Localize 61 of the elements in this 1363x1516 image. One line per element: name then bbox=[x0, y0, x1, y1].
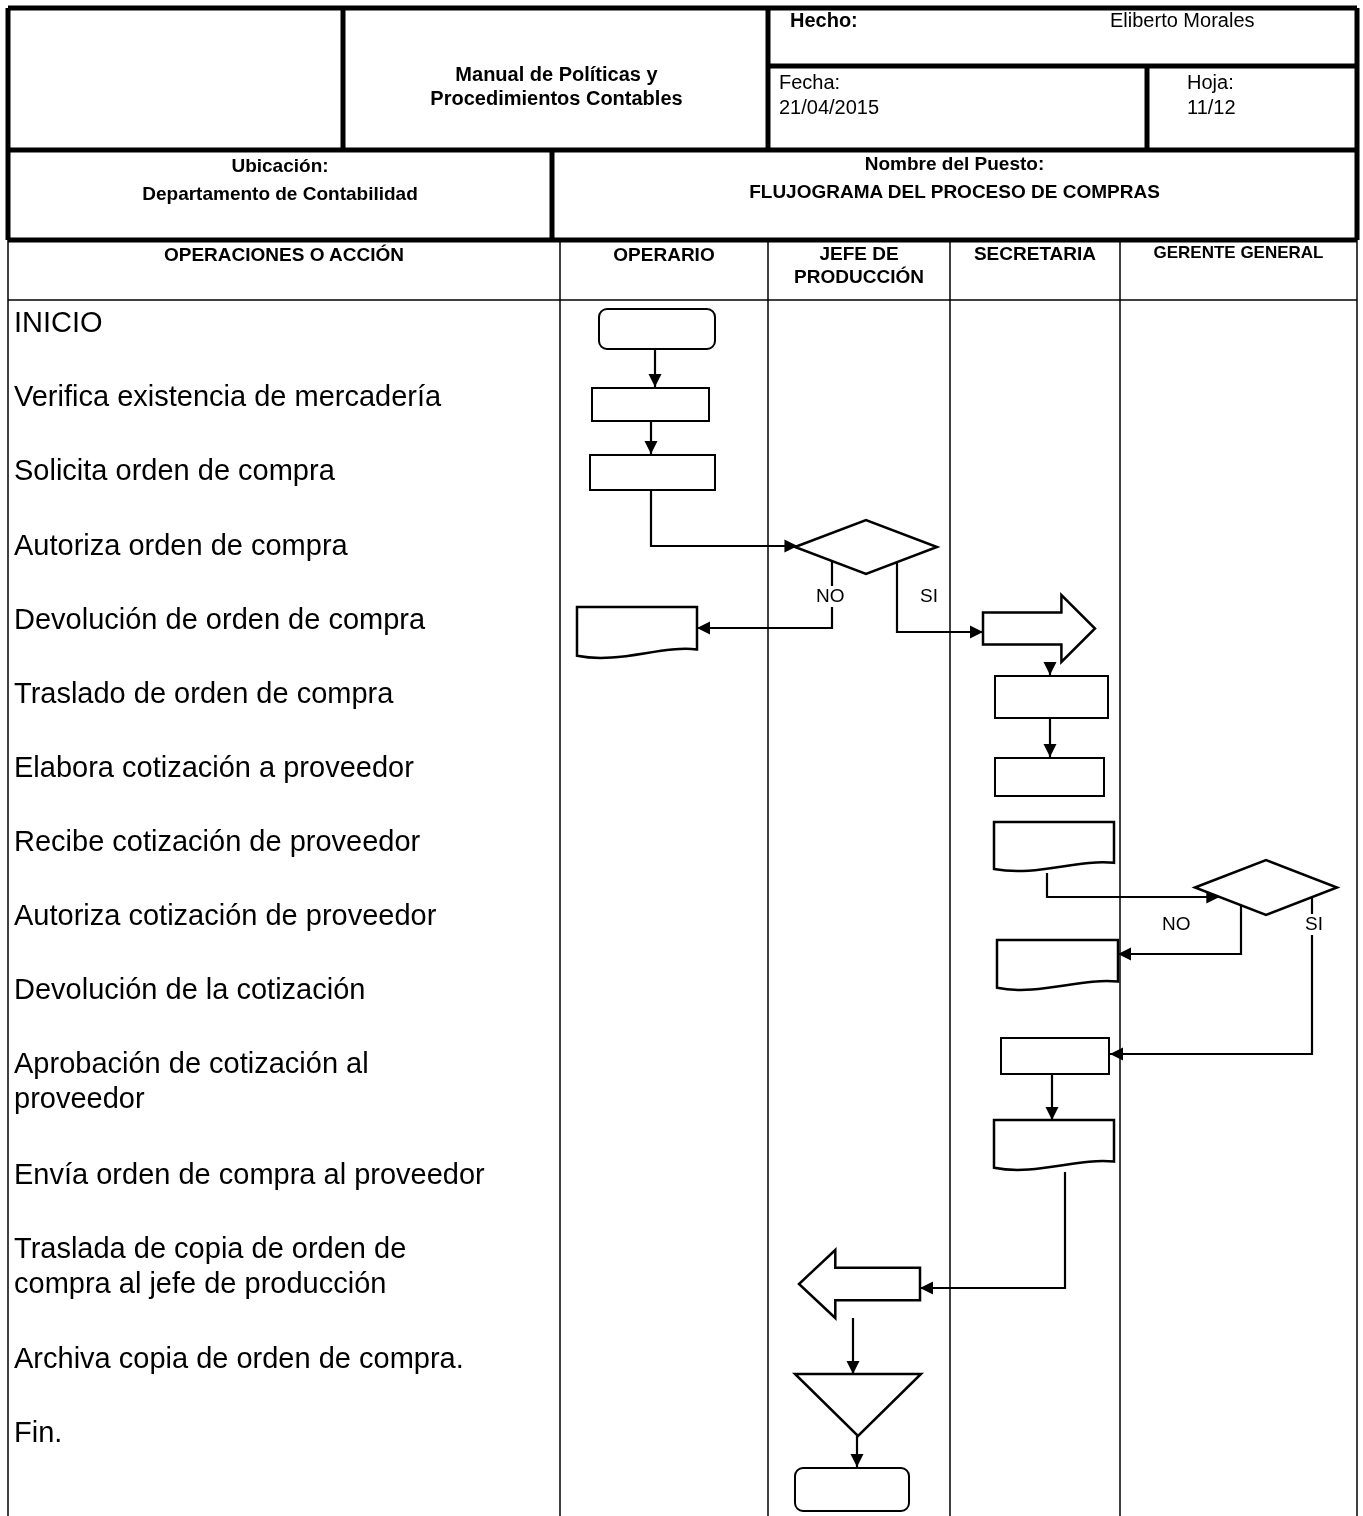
arrow bbox=[850, 1436, 864, 1467]
process-box bbox=[1000, 1037, 1110, 1075]
transport-symbol bbox=[983, 595, 1095, 662]
header-text: Departamento de Contabilidad bbox=[141, 183, 419, 206]
document-shape bbox=[577, 607, 697, 660]
arrow bbox=[649, 491, 798, 553]
terminal-shape bbox=[794, 1467, 910, 1512]
column-header: SECRETARIA bbox=[972, 243, 1098, 266]
arrow bbox=[920, 1172, 1067, 1295]
step-description: INICIO bbox=[14, 305, 104, 340]
process-box bbox=[994, 757, 1105, 797]
step-description: Devolución de la cotización bbox=[14, 972, 367, 1007]
column-header: JEFE DE PRODUCCIÓN bbox=[793, 243, 925, 289]
step-description: Recibe cotización de proveedor bbox=[14, 824, 422, 859]
transport-symbol bbox=[799, 1250, 920, 1318]
header-text: Hecho: bbox=[790, 8, 859, 32]
document-shape bbox=[997, 940, 1118, 992]
arrow bbox=[648, 350, 662, 387]
edge-label: SI bbox=[1303, 914, 1325, 935]
arrow bbox=[1043, 719, 1057, 757]
process-box bbox=[591, 387, 710, 422]
arrow bbox=[1110, 897, 1314, 1061]
header-text: Hoja: bbox=[1187, 70, 1235, 94]
header-text: Ubicación: bbox=[230, 155, 330, 178]
step-description: Solicita orden de compra bbox=[14, 453, 336, 488]
header-text: Eliberto Morales bbox=[1110, 8, 1256, 32]
arrow bbox=[1045, 1075, 1059, 1120]
step-description: Autoriza orden de compra bbox=[14, 528, 349, 563]
edge-label: NO bbox=[814, 586, 847, 607]
arrow bbox=[1118, 905, 1243, 961]
step-description: Traslada de copia de orden de compra al jefe de producción bbox=[14, 1231, 408, 1301]
merge-triangle bbox=[795, 1374, 921, 1436]
process-box bbox=[994, 675, 1109, 719]
step-description: Fin. bbox=[14, 1415, 64, 1450]
column-header: GERENTE GENERAL bbox=[1152, 243, 1325, 264]
arrow bbox=[1043, 661, 1057, 675]
document-shape bbox=[994, 822, 1114, 873]
arrow bbox=[1045, 873, 1220, 904]
header-text: Fecha: bbox=[779, 70, 842, 94]
step-description: Aprobación de cotización al proveedor bbox=[14, 1046, 370, 1116]
terminal-shape bbox=[598, 308, 716, 350]
step-description: Devolución de orden de compra bbox=[14, 602, 427, 637]
arrow bbox=[895, 562, 983, 639]
column-header: OPERARIO bbox=[612, 244, 716, 267]
step-description: Autoriza cotización de proveedor bbox=[14, 898, 438, 933]
step-description: Elabora cotización a proveedor bbox=[14, 750, 415, 785]
header-text: FLUJOGRAMA DEL PROCESO DE COMPRAS bbox=[748, 181, 1161, 204]
arrow bbox=[697, 561, 834, 635]
step-description: Archiva copia de orden de compra. bbox=[14, 1341, 465, 1376]
header-text: Manual de Políticas y Procedimientos Contables bbox=[429, 62, 684, 110]
header-text: 11/12 bbox=[1187, 95, 1237, 119]
step-description: Verifica existencia de mercadería bbox=[14, 379, 443, 414]
arrow bbox=[644, 422, 658, 454]
header-text: Nombre del Puesto: bbox=[863, 153, 1046, 176]
step-description: Envía orden de compra al proveedor bbox=[14, 1157, 486, 1192]
step-description: Traslado de orden de compra bbox=[14, 676, 395, 711]
process-box bbox=[589, 454, 716, 491]
header-text: 21/04/2015 bbox=[779, 95, 881, 119]
arrow bbox=[846, 1318, 860, 1374]
column-header: OPERACIONES O ACCIÓN bbox=[163, 244, 405, 267]
document-shape bbox=[994, 1120, 1114, 1172]
